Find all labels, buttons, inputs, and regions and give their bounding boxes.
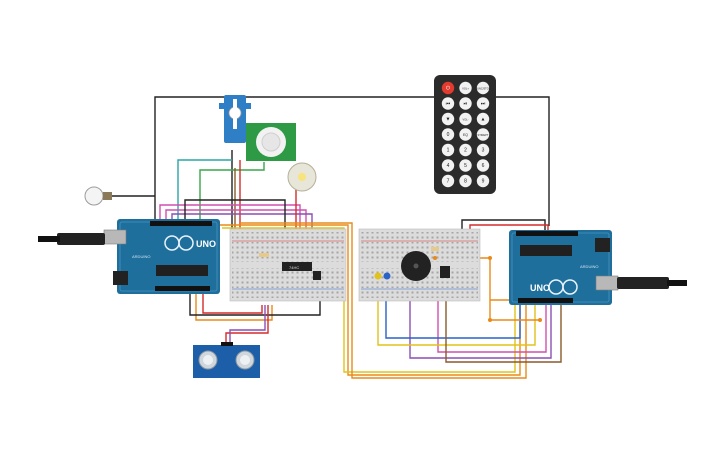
remote-button-label: 2 bbox=[464, 148, 467, 154]
remote-button-label: 1 bbox=[447, 148, 450, 154]
remote-button[interactable]: 6 bbox=[476, 159, 490, 172]
remote-button[interactable]: VOL+ bbox=[459, 81, 472, 95]
wire-right-red bbox=[469, 224, 549, 232]
remote-button[interactable]: VOL- bbox=[459, 112, 472, 126]
ir-receiver[interactable] bbox=[440, 266, 450, 278]
remote-button-label: VOL- bbox=[462, 118, 468, 122]
remote-button[interactable]: 8 bbox=[459, 174, 472, 188]
wire-right-blue bbox=[385, 290, 521, 339]
transistor-left[interactable] bbox=[313, 271, 321, 280]
remote-button[interactable]: EQ bbox=[459, 128, 472, 141]
wire-yellow-long bbox=[222, 227, 516, 373]
remote-button-label: FUNC/STOP bbox=[476, 87, 491, 91]
remote-button[interactable]: 5 bbox=[459, 159, 472, 172]
wire-right-pink bbox=[437, 290, 547, 353]
usb-cable-right bbox=[617, 277, 687, 289]
ic-chip-label: 74HC bbox=[289, 265, 299, 270]
arduino-uno-left[interactable]: UNO ARDUINO bbox=[103, 219, 220, 294]
wire-right-brown bbox=[445, 290, 562, 363]
remote-button[interactable]: ▼ bbox=[441, 112, 455, 126]
remote-button-label: ST/REPT bbox=[478, 133, 489, 137]
arduino-uno-right[interactable]: UNO ARDUINO bbox=[509, 230, 619, 305]
remote-button-label: ▼ bbox=[446, 117, 451, 123]
remote-button[interactable]: 2 bbox=[459, 143, 472, 157]
resistor-left[interactable] bbox=[259, 253, 269, 257]
light-bulb[interactable] bbox=[84, 186, 112, 206]
remote-button-label: ⏭ bbox=[481, 101, 486, 107]
wire-right-purple bbox=[409, 290, 552, 359]
remote-button-label: 7 bbox=[447, 179, 450, 185]
remote-button[interactable]: 3 bbox=[476, 143, 490, 157]
piezo-buzzer[interactable] bbox=[401, 251, 431, 281]
remote-button[interactable]: ⏯ bbox=[459, 97, 472, 110]
wire-black-low bbox=[189, 288, 321, 316]
remote-button-label: 8 bbox=[464, 179, 467, 185]
usb-cable-left bbox=[38, 233, 105, 245]
remote-button[interactable]: ⏮ bbox=[441, 97, 455, 110]
arduino-right-brand: ARDUINO bbox=[580, 264, 598, 269]
dc-motor[interactable] bbox=[287, 162, 317, 192]
remote-button[interactable]: 1 bbox=[441, 143, 455, 157]
remote-button-label: 3 bbox=[482, 148, 485, 154]
pir-motion-sensor[interactable] bbox=[246, 123, 296, 161]
remote-button[interactable]: ▲ bbox=[476, 112, 490, 126]
remote-button[interactable]: ST/REPT bbox=[476, 128, 490, 141]
remote-button[interactable]: ⏻ bbox=[441, 81, 455, 95]
remote-button-label: ⏮ bbox=[446, 101, 451, 107]
led-blue[interactable] bbox=[383, 272, 391, 280]
arduino-left-brand: ARDUINO bbox=[132, 254, 150, 259]
remote-button-label: 6 bbox=[482, 163, 485, 169]
wire-orange-low bbox=[195, 292, 273, 321]
remote-button-label: 0 bbox=[447, 132, 450, 138]
wire-red-low bbox=[202, 292, 263, 314]
servo-motor[interactable] bbox=[219, 95, 251, 143]
resistor-right[interactable] bbox=[431, 247, 439, 251]
wire-ultra-red bbox=[225, 305, 269, 345]
remote-button[interactable]: FUNC/STOP bbox=[476, 81, 491, 95]
junction-dots bbox=[433, 256, 542, 322]
wire-pink-1 bbox=[159, 204, 301, 232]
remote-button-label: 9 bbox=[482, 179, 485, 185]
wire-ultra-purple bbox=[229, 305, 266, 345]
arduino-left-logo: UNO bbox=[196, 239, 216, 249]
remote-button-label: EQ bbox=[463, 133, 468, 137]
ultrasonic-sensor[interactable] bbox=[193, 342, 260, 378]
ic-chip[interactable]: 74HC bbox=[282, 262, 312, 271]
remote-button-label: ▲ bbox=[481, 117, 486, 123]
wire-green bbox=[199, 162, 265, 228]
remote-button-label: VOL+ bbox=[462, 87, 469, 91]
remote-button[interactable]: 9 bbox=[476, 174, 490, 188]
remote-button[interactable]: ⏭ bbox=[476, 97, 490, 110]
remote-button-label: ⏯ bbox=[463, 101, 467, 107]
wire-black-top-loop bbox=[154, 96, 550, 228]
remote-button-label: 5 bbox=[464, 163, 467, 169]
led-yellow[interactable] bbox=[374, 272, 382, 280]
remote-button[interactable]: 0 bbox=[441, 128, 455, 141]
remote-button[interactable]: 7 bbox=[441, 174, 455, 188]
remote-buttons: ⏻ VOL+ FUNC/STOP ⏮ ⏯ ⏭ ▼ VOL- ▲ 0 EQ ST/REPT 1 2 3 4 5 6 7… bbox=[441, 81, 491, 188]
arduino-right-logo: UNO bbox=[530, 283, 550, 293]
remote-button-label: ⏻ bbox=[446, 86, 450, 92]
remote-button[interactable]: 4 bbox=[441, 159, 455, 172]
wire-black-2 bbox=[184, 199, 286, 232]
wire-right-yellow bbox=[377, 290, 536, 346]
wire-orange-long bbox=[215, 224, 521, 376]
remote-button-label: 4 bbox=[447, 163, 450, 169]
